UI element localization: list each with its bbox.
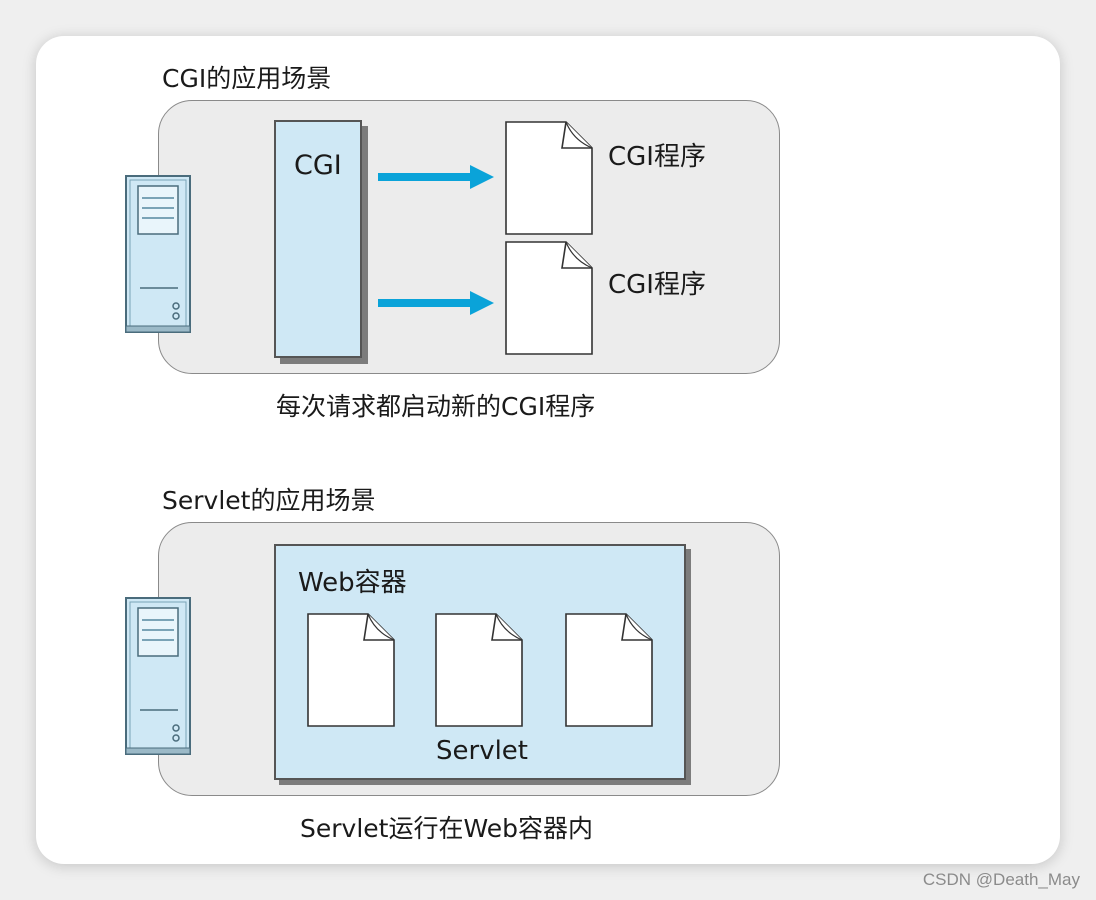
servlet-doc-icon-3 — [564, 612, 654, 728]
diagram-card: CGI的应用场景 CGI CGI程序 CGI程序 每次请求都启动新的CGI程序 … — [36, 36, 1060, 864]
cgi-scene-panel — [158, 100, 780, 374]
cgi-engine-label: CGI — [294, 150, 342, 181]
cgi-program-label-2: CGI程序 — [608, 270, 706, 300]
servlet-scene-caption: Servlet运行在Web容器内 — [300, 814, 593, 843]
cgi-server-icon — [124, 174, 194, 336]
cgi-program-doc-icon-1 — [504, 120, 594, 236]
servlet-doc-icon-1 — [306, 612, 396, 728]
servlet-label: Servlet — [436, 736, 528, 766]
servlet-scene-heading: Servlet的应用场景 — [162, 486, 376, 515]
cgi-arrow-1 — [378, 164, 494, 190]
watermark: CSDN @Death_May — [922, 870, 1080, 889]
servlet-server-icon — [124, 596, 194, 758]
cgi-program-doc-icon-2 — [504, 240, 594, 356]
cgi-scene-heading: CGI的应用场景 — [162, 64, 332, 93]
cgi-program-label-1: CGI程序 — [608, 142, 706, 172]
web-container-label: Web容器 — [298, 568, 407, 598]
cgi-engine-box: CGI — [274, 120, 362, 358]
cgi-scene-caption: 每次请求都启动新的CGI程序 — [276, 392, 596, 421]
cgi-arrow-2 — [378, 290, 494, 316]
servlet-doc-icon-2 — [434, 612, 524, 728]
